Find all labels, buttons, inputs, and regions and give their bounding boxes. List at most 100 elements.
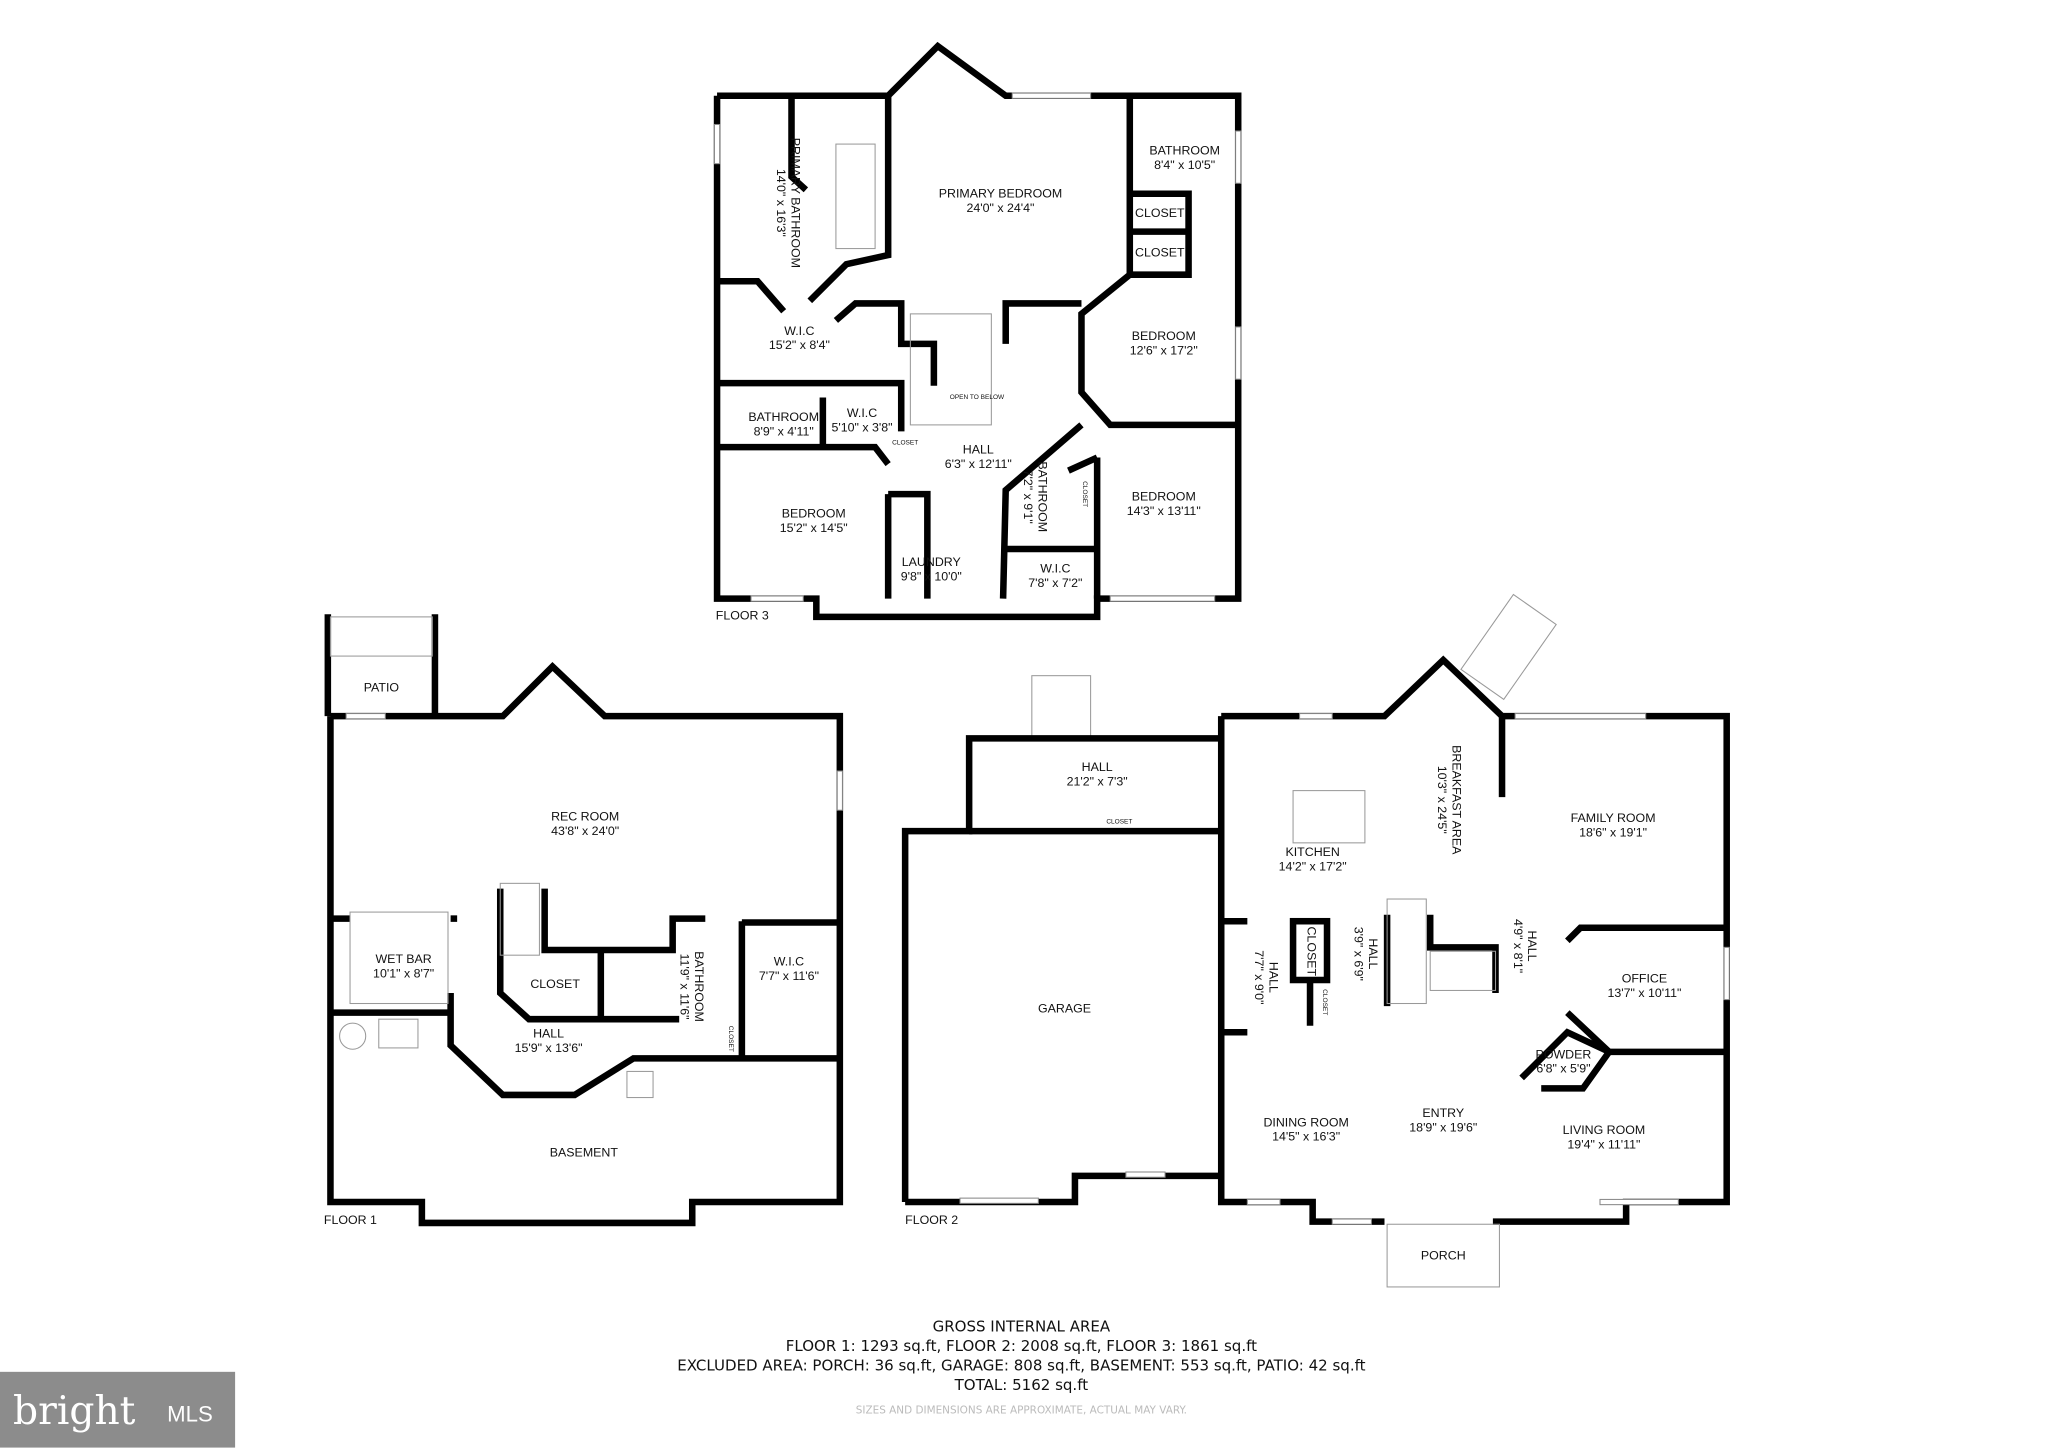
room-label: GARAGE — [1038, 1002, 1091, 1016]
room-name: HALL — [963, 443, 994, 457]
logo-suffix: MLS — [167, 1401, 213, 1426]
room-dimensions: 8'9" x 4'11" — [754, 424, 814, 438]
room-name: HALL — [533, 1026, 564, 1040]
room-name: FAMILY ROOM — [1571, 811, 1656, 825]
room-dimensions: 6'3" x 12'11" — [945, 457, 1012, 471]
room-dimensions: 3'9" x 6'9" — [1351, 927, 1365, 981]
room-name: CLOSET — [530, 977, 580, 991]
room-label: CLOSET — [1135, 245, 1185, 259]
room-dimensions: 7'8" x 7'2" — [1028, 576, 1082, 590]
room-dimensions: 9'8" x 10'0" — [901, 569, 962, 583]
room-name: W.I.C — [847, 406, 877, 420]
room-name: W.I.C — [784, 324, 814, 338]
room-dimensions: 15'2" x 14'5" — [780, 521, 848, 535]
room-name: KITCHEN — [1285, 845, 1339, 859]
room-name: GARAGE — [1038, 1002, 1091, 1016]
logo-brand: bright — [13, 1389, 136, 1434]
room-name: CLOSET — [727, 1026, 734, 1052]
room-dimensions: 10'3" x 24'5" — [1435, 766, 1449, 834]
room-dimensions: 10'1" x 8'7" — [373, 966, 434, 980]
floor-3-plan — [713, 41, 1242, 621]
room-name: BATHROOM — [1035, 461, 1049, 532]
room-label: W.I.C7'8" x 7'2" — [1028, 561, 1082, 589]
room-label: CLOSET — [1081, 481, 1088, 507]
room-label: CLOSET — [1304, 926, 1318, 976]
summary-total: TOTAL: 5162 sq.ft — [954, 1376, 1089, 1394]
floor-2-label: FLOOR 2 — [905, 1213, 958, 1227]
room-name: BATHROOM — [692, 951, 706, 1022]
room-dimensions: 14'0" x 16'3" — [774, 169, 788, 237]
room-name: HALL — [1082, 760, 1113, 774]
room-label: CLOSET — [892, 439, 918, 446]
room-name: BEDROOM — [1132, 490, 1196, 504]
room-dimensions: 4'9" x 8'1" — [1511, 919, 1525, 973]
room-name: CLOSET — [1081, 481, 1088, 507]
room-dimensions: 7'7" x 9'0" — [1252, 950, 1266, 1004]
room-label: W.I.C5'10" x 3'8" — [832, 406, 893, 434]
room-name: BATHROOM — [748, 410, 819, 424]
room-name: CLOSET — [1135, 245, 1185, 259]
room-dimensions: 11'9" x 11'6" — [677, 953, 691, 1019]
room-label: CLOSET — [1321, 989, 1328, 1015]
room-name: HALL — [1525, 931, 1539, 962]
room-name: PRIMARY BEDROOM — [939, 187, 1062, 201]
room-dimensions: 7'2" x 9'1" — [1021, 470, 1035, 524]
area-summary: GROSS INTERNAL AREA FLOOR 1: 1293 sq.ft,… — [677, 1317, 1365, 1416]
room-name: OFFICE — [1622, 972, 1667, 986]
room-dimensions: 13'7" x 10'11" — [1607, 986, 1681, 1000]
room-name: LAUNDRY — [902, 555, 961, 569]
summary-floors: FLOOR 1: 1293 sq.ft, FLOOR 2: 2008 sq.ft… — [786, 1337, 1257, 1355]
floor-1-label: FLOOR 1 — [324, 1213, 377, 1227]
room-dimensions: 12'6" x 17'2" — [1130, 343, 1198, 357]
room-dimensions: 8'4" x 10'5" — [1154, 158, 1215, 172]
room-label: CLOSET — [1135, 206, 1185, 220]
bright-mls-logo: bright MLS — [0, 1371, 236, 1448]
room-label: PORCH — [1421, 1249, 1466, 1263]
room-name: CLOSET — [1321, 989, 1328, 1015]
room-dimensions: 19'4" x 11'11" — [1567, 1137, 1640, 1151]
room-label: PATIO — [364, 680, 400, 694]
room-dimensions: 5'10" x 3'8" — [832, 420, 893, 434]
room-name: POWDER — [1536, 1047, 1592, 1061]
summary-disclaimer: SIZES AND DIMENSIONS ARE APPROXIMATE, AC… — [856, 1405, 1187, 1417]
room-dimensions: 15'2" x 8'4" — [769, 338, 830, 352]
summary-title: GROSS INTERNAL AREA — [933, 1317, 1111, 1335]
room-name: DINING ROOM — [1263, 1115, 1348, 1129]
room-dimensions: 24'0" x 24'4" — [967, 201, 1035, 215]
room-name: PATIO — [364, 680, 400, 694]
room-dimensions: 7'7" x 11'6" — [759, 969, 819, 983]
room-dimensions: 14'5" x 16'3" — [1272, 1130, 1340, 1144]
room-label: CLOSET — [1106, 818, 1132, 825]
room-name: CLOSET — [892, 439, 918, 446]
room-name: BEDROOM — [1132, 329, 1196, 343]
room-dimensions: 6'8" x 5'9" — [1536, 1062, 1590, 1076]
room-name: WET BAR — [375, 952, 431, 966]
room-name: W.I.C — [1040, 561, 1070, 575]
room-name: BATHROOM — [1149, 144, 1220, 158]
room-name: PRIMARY BATHROOM — [789, 138, 803, 268]
floor-3-label: FLOOR 3 — [716, 609, 769, 623]
